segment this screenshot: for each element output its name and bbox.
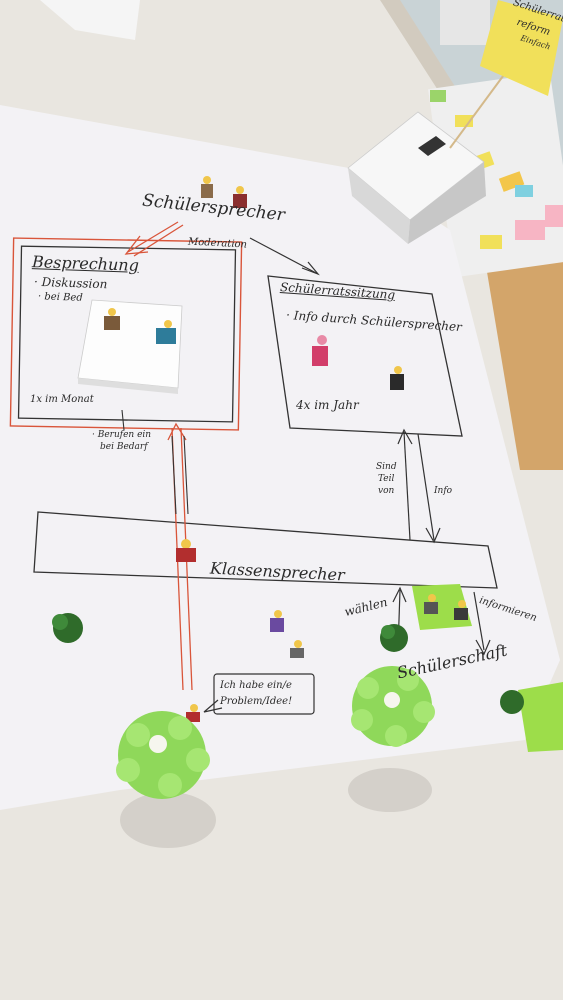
sticky-note-5 (545, 205, 563, 227)
lego-figure-4 (156, 320, 176, 344)
besprechung-item-2: · bei Bed (37, 291, 83, 304)
moss-bush-2 (348, 666, 435, 812)
arrow-to-besprechung-red (127, 221, 179, 253)
sticky-note-3 (480, 235, 502, 249)
black-vertical-right (183, 435, 189, 515)
speech-line-1: Ich habe ein/e (220, 680, 292, 691)
arrowhead-down-info (425, 527, 441, 544)
white-block-side (78, 378, 178, 394)
lego-figure-5 (312, 335, 328, 366)
arrowhead-black-1 (301, 261, 320, 276)
red-arrowhead-up (167, 422, 187, 441)
speech-bubble-tail (203, 699, 223, 713)
speech-line-2: Problem/Idee! (220, 696, 293, 707)
besprechung-box-red (9, 237, 243, 431)
arrow-informieren (473, 591, 485, 651)
lego-tree-2 (380, 624, 408, 652)
arrow-sind-teil-von (403, 431, 411, 541)
arrowhead-up-teil (397, 428, 413, 445)
lego-figure-6 (390, 366, 404, 390)
klassensprecher-bar (33, 511, 498, 589)
lego-figure-12 (454, 600, 468, 620)
label-besprechung: Besprechung (31, 252, 140, 275)
berufen-line-1: · Berufen ein (92, 430, 152, 440)
lego-figure-8 (270, 610, 284, 632)
besprechung-item-1: · Diskussion (33, 274, 108, 292)
arrow-berufen (121, 409, 125, 431)
arrow-to-schuelerrat (249, 237, 319, 275)
paper-top-left (40, 0, 140, 40)
sticky-sign (480, 0, 563, 96)
sind-line-1: Sind (376, 462, 397, 472)
schuelerrat-box (267, 275, 463, 437)
lego-tree-1 (52, 613, 83, 643)
sticky-note-4 (515, 220, 545, 240)
poster (0, 105, 560, 810)
besprechung-frequency: 1x im Monat (30, 394, 94, 405)
lego-figure-1 (201, 176, 213, 198)
sticky-note-6 (430, 90, 446, 102)
sind-line-2: Teil (378, 474, 395, 484)
arrowhead-informieren (475, 639, 491, 656)
moss-bush-1 (116, 711, 216, 848)
arrow-to-besprechung-red-2 (133, 224, 184, 257)
speech-bubble (213, 673, 315, 715)
sticky-note-2 (498, 171, 525, 192)
ballot-box-right (408, 162, 486, 244)
label-info: Info (434, 486, 453, 496)
lego-figure-3 (104, 308, 120, 330)
ballot-box-slot (418, 136, 446, 156)
radiator (440, 0, 490, 45)
arrowhead-red-1 (124, 235, 149, 255)
lego-figure-9 (290, 640, 304, 658)
lego-figure-2 (233, 186, 247, 208)
felt-patch-2 (518, 682, 563, 752)
lego-figure-7 (176, 539, 196, 562)
arrowhead-waehlen (392, 586, 407, 603)
berufen-line-2: bei Bedarf (100, 442, 148, 452)
schuelerrat-frequency: 4x im Jahr (296, 398, 359, 412)
sign-pole (449, 71, 507, 149)
lego-tree-3 (500, 690, 524, 714)
ballot-box-left (348, 168, 410, 244)
lego-figure-11 (424, 594, 438, 614)
arrow-info (417, 433, 435, 541)
wood-floor (480, 220, 563, 470)
lego-figure-10 (186, 704, 200, 722)
sind-line-3: von (378, 486, 395, 496)
besprechung-box-black (17, 245, 237, 423)
sticky-note-8 (515, 185, 533, 197)
black-vertical-left (171, 435, 177, 515)
